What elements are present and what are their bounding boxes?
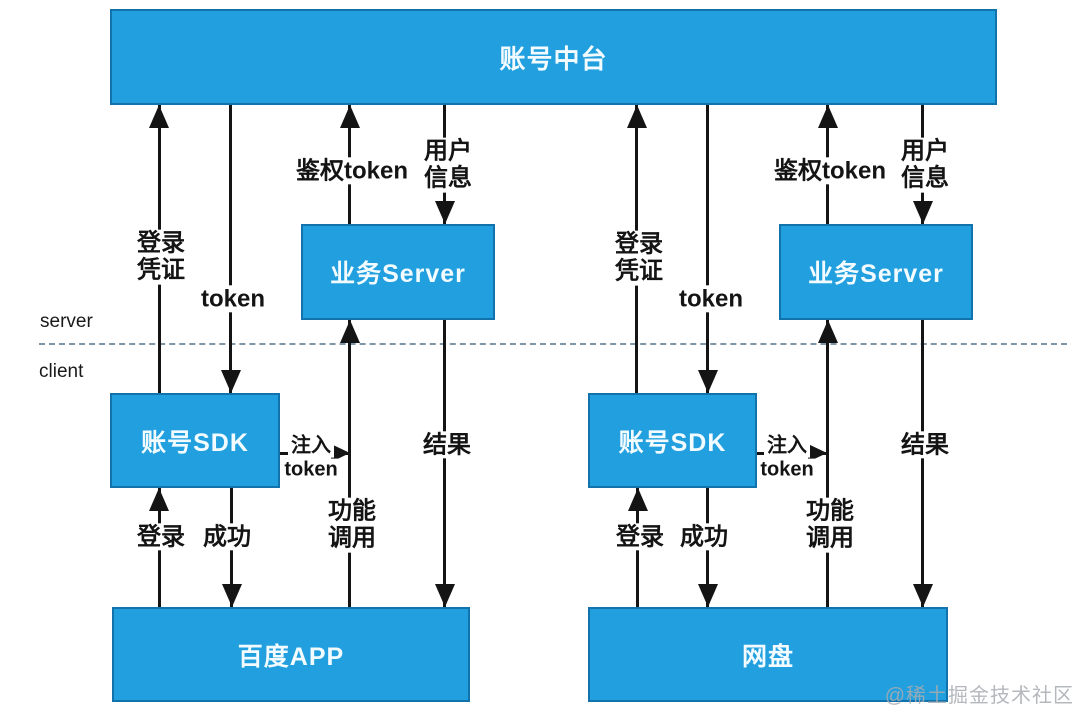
arrowhead-up-icon — [627, 105, 647, 128]
label-user-info-right: 用户信息 — [898, 137, 952, 193]
line-result-left — [443, 320, 446, 607]
box-business-server-right: 业务Server — [779, 224, 973, 320]
arrowhead-down-icon — [698, 370, 718, 393]
line-func-call-right — [826, 320, 829, 607]
line-result-right — [921, 320, 924, 607]
arrowhead-down-icon — [698, 584, 718, 607]
box-app-baidu: 百度APP — [112, 607, 470, 702]
arrowhead-up-icon — [818, 105, 838, 128]
watermark: @稀土掘金技术社区 — [884, 685, 1074, 707]
box-business-server-left: 业务Server — [301, 224, 495, 320]
box-app-netdisk-label: 网盘 — [741, 642, 794, 671]
label-inject-right: 注入 — [764, 434, 810, 458]
label-login-credential-right: 登录凭证 — [612, 230, 666, 286]
label-result-left: 结果 — [420, 431, 474, 459]
arrowhead-up-icon — [818, 320, 838, 343]
line-token-left — [229, 105, 232, 393]
arrowhead-down-icon — [913, 201, 933, 224]
label-auth-token-right: 鉴权token — [770, 157, 890, 185]
label-func-call-left: 功能调用 — [325, 497, 379, 553]
label-inject-left: 注入 — [288, 434, 334, 458]
label-login-right: 登录 — [613, 523, 667, 551]
box-business-server-right-label: 业务Server — [808, 260, 944, 288]
server-client-divider — [39, 343, 1067, 345]
label-success-left: 成功 — [200, 523, 254, 551]
label-result-right: 结果 — [898, 431, 952, 459]
arrowhead-down-icon — [435, 584, 455, 607]
zone-label-client: client — [37, 361, 86, 383]
label-inject-token-right: token — [757, 458, 817, 482]
label-login-credential-left: 登录凭证 — [134, 229, 188, 285]
line-token-right — [706, 105, 709, 393]
box-app-netdisk: 网盘 — [588, 607, 948, 702]
box-account-sdk-right: 账号SDK — [588, 393, 757, 488]
arrowhead-right-icon — [808, 444, 827, 462]
arrowhead-down-icon — [221, 370, 241, 393]
zone-label-server: server — [38, 311, 95, 333]
label-login-left: 登录 — [134, 523, 188, 551]
box-account-sdk-right-label: 账号SDK — [618, 428, 727, 457]
label-auth-token-left: 鉴权token — [292, 157, 412, 185]
arrowhead-up-icon — [340, 105, 360, 128]
label-func-call-right: 功能调用 — [803, 497, 857, 553]
line-func-call-left — [348, 320, 351, 607]
label-inject-token-left: token — [281, 458, 341, 482]
arrowhead-up-icon — [149, 105, 169, 128]
label-token-right: token — [675, 285, 747, 313]
arrowhead-down-icon — [435, 201, 455, 224]
arrowhead-down-icon — [913, 584, 933, 607]
arrowhead-up-icon — [340, 320, 360, 343]
label-user-info-left: 用户信息 — [421, 137, 475, 193]
arrowhead-up-icon — [628, 488, 648, 511]
box-account-platform-label: 账号中台 — [499, 43, 608, 74]
label-success-right: 成功 — [677, 523, 731, 551]
box-app-baidu-label: 百度APP — [237, 642, 345, 671]
box-account-sdk-left-label: 账号SDK — [141, 428, 249, 457]
arrowhead-up-icon — [149, 488, 169, 511]
arrowhead-right-icon — [331, 444, 350, 462]
arrowhead-down-icon — [222, 584, 242, 607]
box-business-server-left-label: 业务Server — [330, 260, 466, 288]
box-account-sdk-left: 账号SDK — [110, 393, 280, 488]
label-token-left: token — [197, 285, 269, 313]
box-account-platform: 账号中台 — [110, 9, 997, 105]
